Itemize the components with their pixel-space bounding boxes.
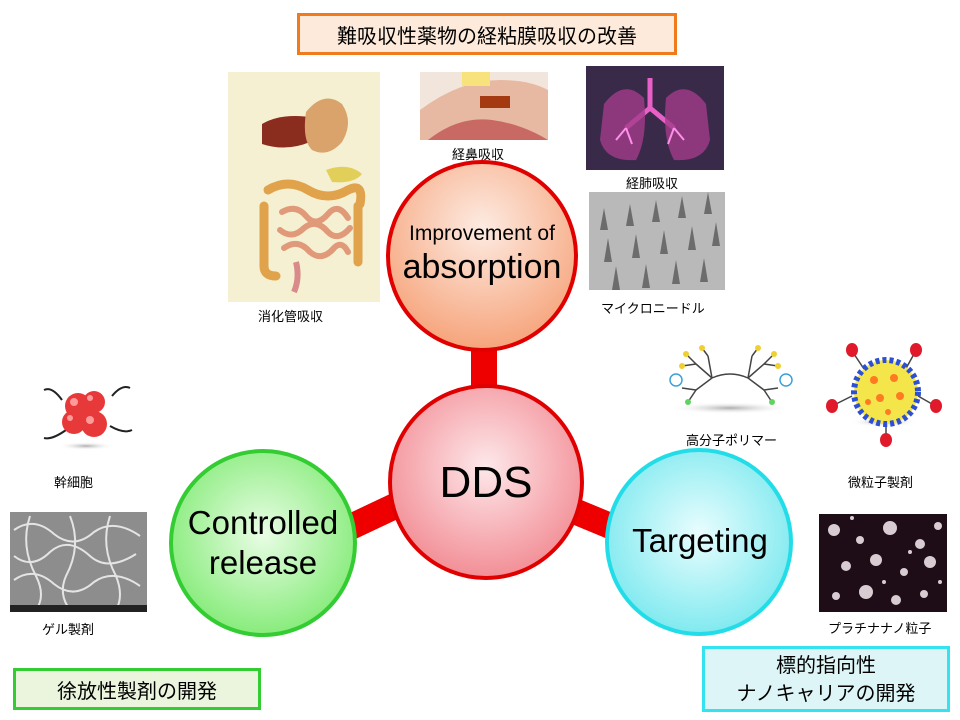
page-title-text: 難吸収性薬物の経粘膜吸収の改善 (337, 23, 637, 48)
top-circle-label: Improvement of absorption (392, 222, 572, 287)
gel-sem-illustration (10, 512, 147, 612)
targeting-footer-line2: ナノキャリアの開発 (736, 681, 916, 705)
polymer-illustration (668, 345, 793, 414)
caption-nasal: 経鼻吸収 (452, 148, 505, 163)
caption-gi: 消化管吸収 (258, 310, 324, 325)
caption-gel: ゲル製剤 (42, 623, 95, 638)
caption-microparticle: 微粒子製剤 (848, 476, 914, 491)
hub-circle (388, 384, 584, 580)
top-circle-line1: Improvement of (409, 222, 555, 245)
top-circle (386, 160, 578, 352)
left-circle-label: Controlled release (173, 503, 353, 583)
microparticle-illustration (826, 343, 942, 447)
hub-label: DDS (439, 458, 533, 507)
page-title: 難吸収性薬物の経粘膜吸収の改善 (297, 13, 677, 55)
left-circle (169, 449, 357, 637)
right-circle (605, 448, 793, 636)
nasal-illustration (420, 72, 548, 140)
caption-lung: 経肺吸収 (626, 177, 679, 192)
targeting-footer-line1: 標的指向性 (776, 653, 876, 677)
right-circle-label: Targeting (632, 522, 768, 559)
platinum-nanoparticle-illustration (819, 514, 947, 612)
left-circle-line1: Controlled (187, 504, 339, 541)
controlled-release-footer-text: 徐放性製剤の開発 (57, 678, 217, 703)
microneedle-illustration (589, 192, 725, 290)
caption-platinum: プラチナナノ粒子 (828, 622, 932, 637)
controlled-release-footer: 徐放性製剤の開発 (13, 668, 261, 710)
targeting-footer: 標的指向性 ナノキャリアの開発 (702, 646, 950, 712)
lung-illustration (586, 66, 724, 170)
caption-polymer: 高分子ポリマー (686, 434, 778, 449)
caption-microneedle: マイクロニードル (601, 302, 705, 317)
stem-cell-illustration (43, 386, 133, 450)
gi-tract-illustration (228, 72, 380, 302)
left-circle-line2: release (208, 544, 318, 581)
caption-stem-cell: 幹細胞 (54, 476, 94, 491)
top-circle-line2: absorption (402, 248, 562, 286)
